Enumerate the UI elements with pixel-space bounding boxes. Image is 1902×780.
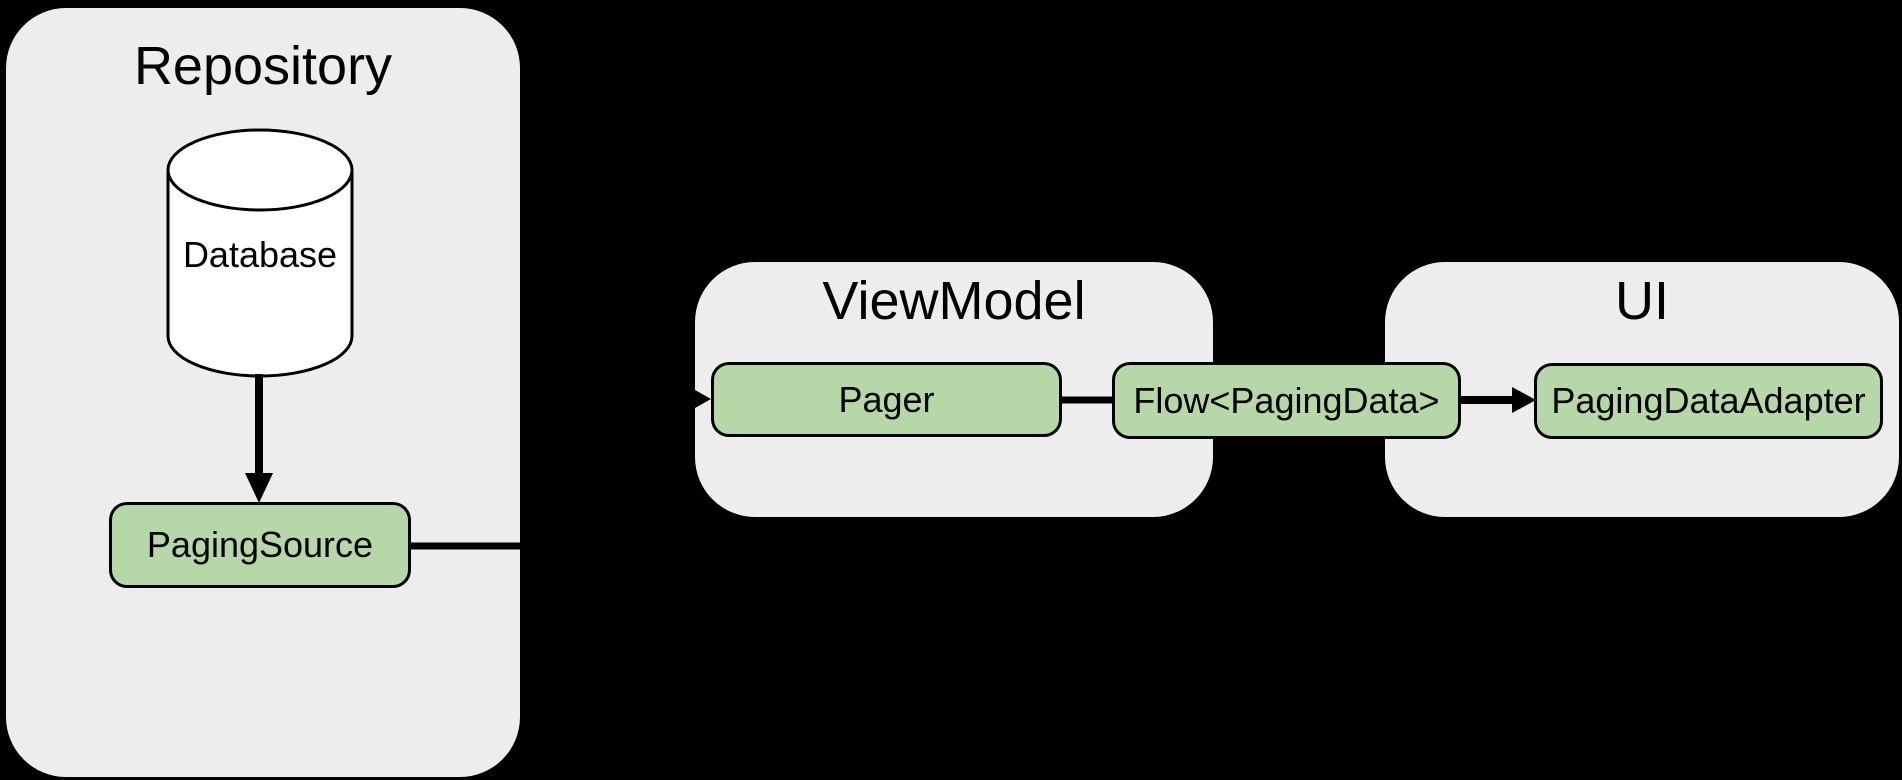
paging-source-node: PagingSource <box>109 502 411 588</box>
flow-paging-data-label: Flow<PagingData> <box>1133 379 1440 421</box>
paging-data-adapter-node: PagingDataAdapter <box>1534 363 1883 439</box>
pager-label: Pager <box>838 378 935 420</box>
pager-node: Pager <box>711 362 1062 437</box>
paging-source-label: PagingSource <box>146 524 374 565</box>
paging-data-adapter-label: PagingDataAdapter <box>1551 380 1866 421</box>
ui-title: UI <box>1615 271 1669 331</box>
repository-container <box>6 8 520 777</box>
database-label: Database <box>182 234 338 275</box>
flow-paging-data-node: Flow<PagingData> <box>1112 362 1461 439</box>
repository-title: Repository <box>133 36 393 96</box>
viewmodel-title: ViewModel <box>822 271 1086 331</box>
